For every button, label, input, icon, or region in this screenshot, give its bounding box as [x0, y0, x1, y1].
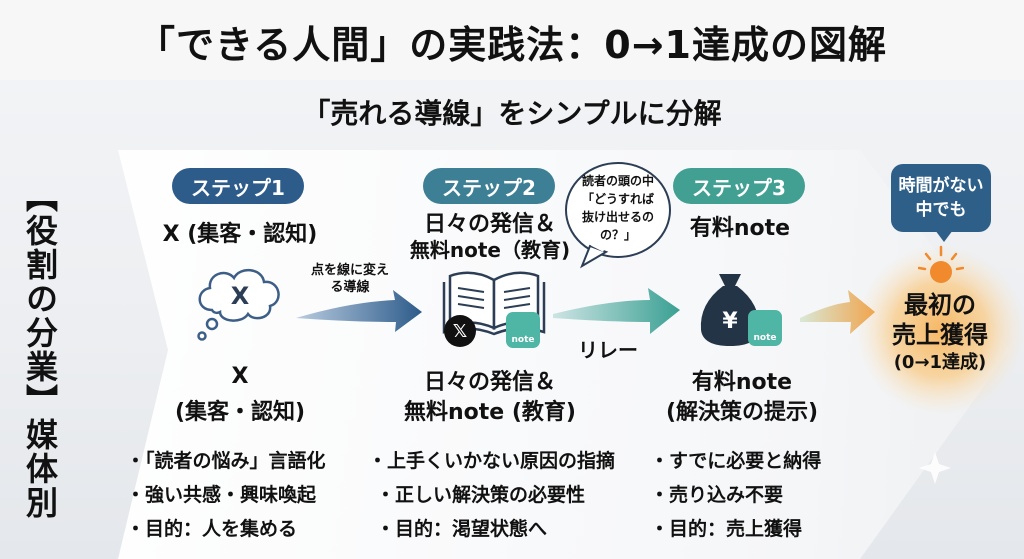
- page-title: 「できる人間」の実践法：0→1達成の図解: [137, 23, 887, 67]
- list-item: ・売り込み不要: [650, 484, 784, 506]
- x-logo-icon: 𝕏: [444, 315, 476, 347]
- step2-title-line2: 無料note（教育): [409, 238, 571, 262]
- step3-bullets: ・すでに必要と納得 ・売り込み不要 ・目的：売上獲得: [650, 444, 821, 546]
- step1-media-line1: X: [231, 364, 249, 389]
- step3-media-line1: 有料note: [691, 370, 793, 395]
- list-item: ・「読者の悩み」言語化: [126, 450, 326, 472]
- side-label: 【役割の分業】媒体別: [21, 180, 59, 520]
- list-item: ・上手くいかない原因の指摘: [368, 450, 616, 472]
- step2-title-line1: 日々の発信＆: [423, 212, 556, 237]
- arrow1-label-line1: 点を線に変え: [310, 263, 389, 278]
- list-item: ・正しい解決策の必要性: [376, 484, 586, 506]
- tip-line2: 中でも: [915, 200, 967, 220]
- tip-bubble-tail: [935, 230, 953, 242]
- flow-arrow-2: [553, 288, 680, 334]
- goal-block: 最初の 売上獲得 (0→1達成): [865, 290, 1015, 376]
- reader-thought-text: 読者の頭の中 「どうすれば 抜け出せるの の？」: [562, 172, 674, 244]
- step3-pill: ステップ3: [673, 168, 805, 204]
- x-logo-icon: X: [231, 282, 250, 310]
- step2-bullets: ・上手くいかない原因の指摘 ・正しい解決策の必要性 ・目的：渇望状態へ: [368, 444, 615, 546]
- goal-line1: 最初の: [904, 291, 976, 319]
- title-band: [0, 0, 1024, 80]
- step1-media-line2: (集客・認知): [174, 400, 306, 425]
- list-item: ・目的：売上獲得: [650, 518, 803, 540]
- goal-line3: (0→1達成): [893, 352, 987, 373]
- sun-icon: [918, 245, 964, 283]
- sparkle-icon: [919, 452, 951, 484]
- relay-label: リレー: [578, 338, 638, 362]
- tip-bubble: 時間がない 中でも: [891, 164, 991, 232]
- goal-line2: 売上獲得: [892, 321, 988, 349]
- flow-arrow-3: [800, 290, 875, 334]
- money-bag-icon: ¥: [700, 274, 760, 346]
- note-badge-label-2: note: [753, 333, 777, 343]
- note-logo-icon: note: [506, 312, 540, 348]
- step1-pill: ステップ1: [172, 168, 304, 204]
- list-item: ・すでに必要と納得: [650, 450, 822, 472]
- list-item: ・強い共感・興味喚起: [126, 484, 317, 506]
- thought-cloud-icon: X: [197, 269, 280, 341]
- list-item: ・目的：人を集める: [126, 518, 298, 540]
- open-book-icon: [442, 271, 546, 336]
- reader-thought-line3: 抜け出せるの: [581, 210, 654, 224]
- arrow1-label-line2: る導線: [330, 280, 370, 295]
- note-badge-label: note: [511, 335, 535, 345]
- step3-media-line2: (解決策の提示): [665, 400, 819, 425]
- step2-media-line2: 無料note (教育): [404, 400, 576, 425]
- step1-title: X (集客・認知): [162, 222, 318, 247]
- note-logo-icon: note: [748, 310, 782, 346]
- list-item: ・目的：渇望状態へ: [376, 518, 548, 540]
- reader-thought-line2: 「どうすれば: [581, 192, 654, 206]
- reader-thought-line1: 読者の頭の中: [581, 174, 654, 188]
- flow-arrow-1: [296, 290, 422, 332]
- reader-thought-line4: の？」: [599, 228, 636, 242]
- step2-pill: ステップ2: [423, 168, 555, 204]
- yen-sign: ¥: [722, 309, 738, 334]
- step3-title: 有料note: [689, 216, 791, 241]
- page-subtitle: 「売れる導線」をシンプルに分解: [302, 97, 722, 130]
- tip-line1: 時間がない: [898, 176, 984, 196]
- step1-bullets: ・「読者の悩み」言語化 ・強い共感・興味喚起 ・目的：人を集める: [126, 444, 326, 546]
- step2-media-line1: 日々の発信＆: [423, 370, 556, 395]
- thought-bubble: [565, 162, 671, 269]
